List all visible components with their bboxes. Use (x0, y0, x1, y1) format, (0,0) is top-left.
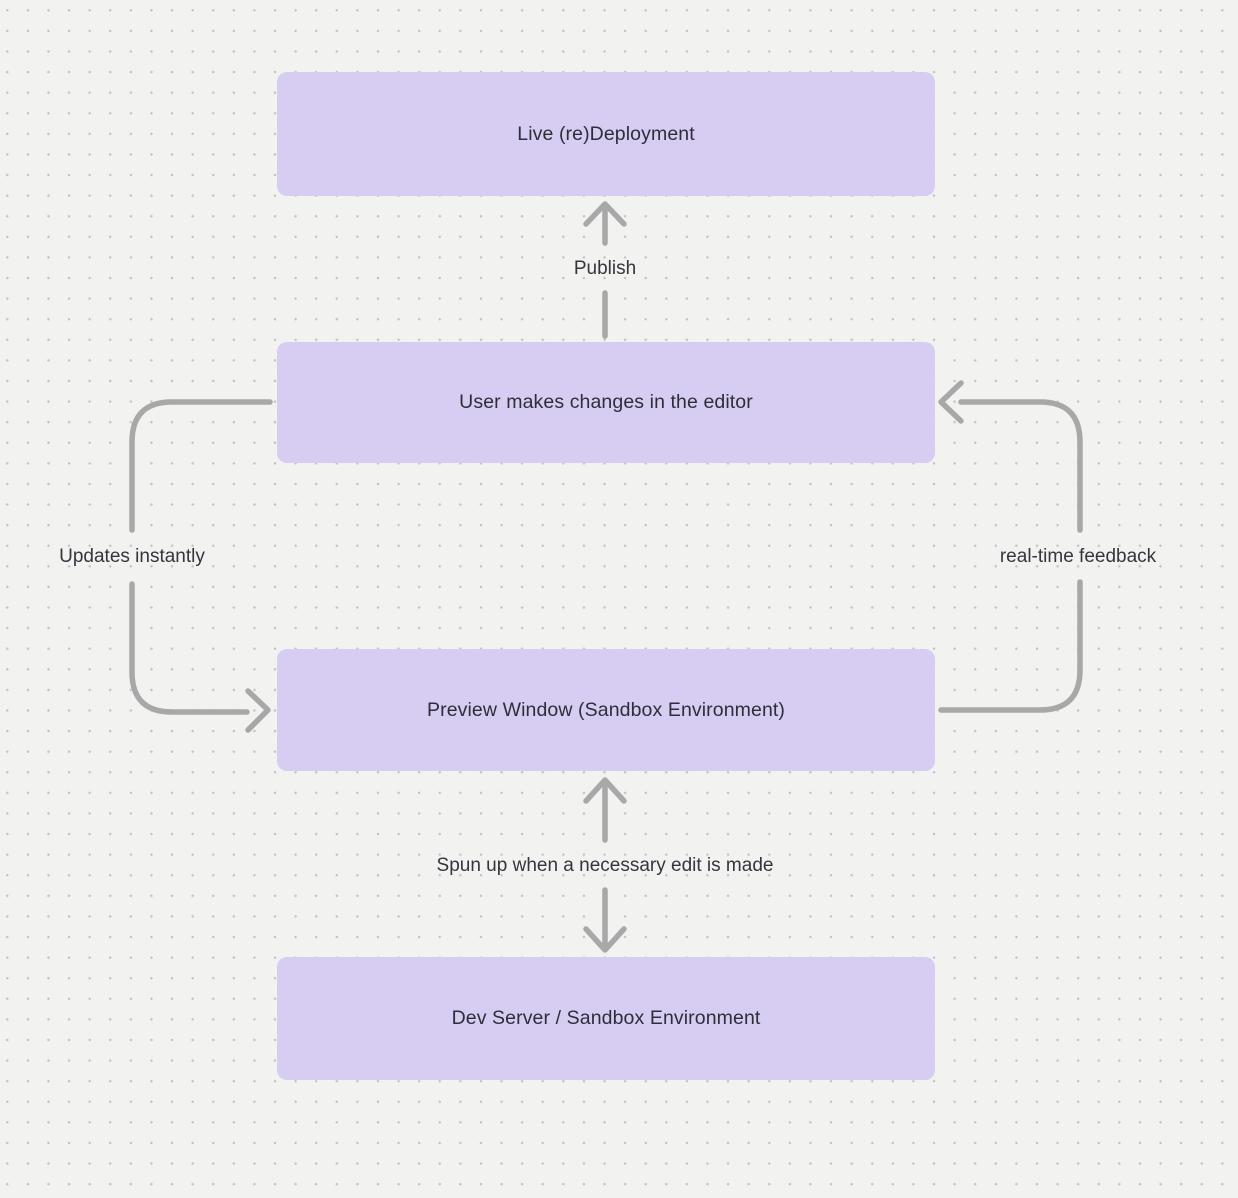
node-live-redeployment[interactable]: Live (re)Deployment (277, 72, 935, 196)
node-user-changes[interactable]: User makes changes in the editor (277, 342, 935, 463)
arrow-realtime-lower-segment (938, 579, 1083, 713)
arrow-spunup-head-down-icon (583, 926, 627, 953)
node-dev-server[interactable]: Dev Server / Sandbox Environment (277, 957, 935, 1080)
node-preview-window-label: Preview Window (Sandbox Environment) (427, 698, 785, 721)
arrow-updates-head-right-icon (245, 688, 271, 733)
arrow-realtime-head-left-icon (938, 380, 964, 424)
edge-label-realtime-feedback: real-time feedback (999, 546, 1157, 567)
edge-label-updates-instantly: Updates instantly (59, 546, 205, 567)
arrow-realtime-upper-segment (958, 399, 1083, 533)
edge-label-spun-up: Spun up when a necessary edit is made (436, 855, 774, 876)
node-dev-server-label: Dev Server / Sandbox Environment (451, 1007, 761, 1029)
node-preview-window[interactable]: Preview Window (Sandbox Environment) (277, 649, 935, 771)
edge-label-publish: Publish (573, 258, 637, 279)
arrow-spunup-head-up-icon (583, 777, 627, 804)
node-live-redeployment-label: Live (re)Deployment (517, 122, 695, 145)
node-user-changes-label: User makes changes in the editor (459, 391, 753, 413)
arrow-updates-upper-segment (129, 399, 273, 533)
arrow-updates-lower-segment (129, 581, 250, 715)
arrow-publish-head-up-icon (583, 201, 627, 227)
